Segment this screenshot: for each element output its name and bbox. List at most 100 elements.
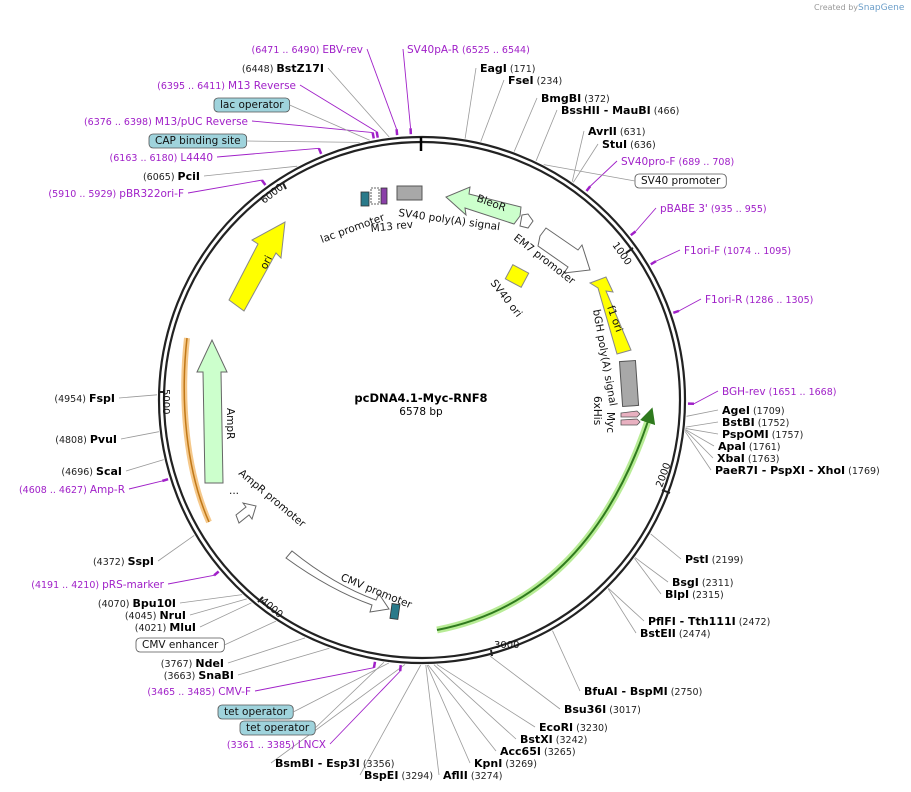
svg-text:F1ori-F (1074 .. 1095): F1ori-F (1074 .. 1095) [684, 245, 791, 257]
svg-text:(6448) BstZ17I: (6448) BstZ17I [242, 62, 324, 75]
primer-ebv-rev[interactable]: (6471 .. 6490) EBV-rev [251, 44, 399, 136]
svg-text:Acc65I (3265): Acc65I (3265) [500, 745, 576, 758]
primer-sv40pa-r[interactable]: SV40pA-R (6525 .. 6544) [402, 44, 530, 135]
enzyme-name: Bsu36I [564, 703, 606, 716]
svg-text:BlpI (2315): BlpI (2315) [665, 588, 724, 601]
external-annotations: (6448) BstZ17I EagI (171)FseI (234)BmgBI … [19, 44, 880, 782]
enzyme-name: XbaI [717, 452, 745, 465]
sv40-ori-feature[interactable] [504, 264, 530, 288]
primer-cmv-f[interactable]: (3465 .. 3485) CMV-F [147, 661, 377, 698]
cmv-promoter-feature[interactable] [285, 550, 390, 613]
em7-promoter-feature[interactable] [537, 227, 591, 274]
ampr-promoter-label: AmpR promoter [236, 467, 308, 530]
primer-bgh-rev[interactable]: BGH-rev (1651 .. 1668) [687, 386, 837, 406]
enzyme-site-pcii[interactable]: (6065) PciI [143, 165, 298, 183]
ampr-promoter-feature[interactable] [235, 502, 257, 524]
enzyme-name: FspI [89, 392, 115, 405]
enzyme-site-eagi[interactable]: EagI (171) [464, 62, 535, 139]
primer-pbabe-3-[interactable]: pBABE 3' (935 .. 955) [630, 203, 767, 237]
enzyme-site-bmgbi[interactable]: BmgBI (372) [513, 92, 610, 152]
tick-6000: 6000 [259, 182, 287, 206]
primer-m13-reverse[interactable]: (6395 .. 6411) M13 Reverse [157, 80, 379, 138]
enzyme-site-blpi[interactable]: BlpI (2315) [634, 558, 724, 601]
enzyme-site-bstbi[interactable]: BstBI (1752) [685, 416, 790, 429]
enzyme-site-psti[interactable]: PstI (2199) [650, 533, 744, 566]
primer-lncx[interactable]: (3361 .. 3385) LNCX [227, 665, 402, 751]
ampr-feature[interactable] [196, 338, 228, 484]
enzyme-site-stui[interactable]: StuI (636) [572, 138, 656, 183]
lac-promoter-feature[interactable] [370, 187, 380, 205]
ori-feature[interactable] [228, 221, 286, 312]
enzyme-site-bsu36i[interactable]: Bsu36I (3017) [489, 655, 641, 716]
box-tet-operator-1[interactable]: tet operator [217, 662, 390, 720]
plasmid-size: 6578 bp [399, 406, 443, 418]
enzyme-name: PstI [685, 553, 709, 566]
primer-amp-r[interactable]: (4608 .. 4627) Amp-R [19, 478, 169, 496]
enzyme-site-pvui[interactable]: (4808) PvuI [55, 431, 159, 446]
box-sv40-promoter[interactable]: SV40 promoter [543, 164, 727, 189]
enzyme-site-aflii[interactable]: AflII (3274) [425, 664, 503, 782]
primer-f1ori-f[interactable]: F1ori-F (1074 .. 1095) [650, 245, 791, 266]
enzyme-site-bstxi[interactable]: BstXI (3242) [433, 664, 587, 746]
enzyme-site-bstz17i[interactable]: (6448) BstZ17I [242, 62, 390, 138]
primer-f1ori-r[interactable]: F1ori-R (1286 .. 1305) [672, 294, 813, 315]
sv40-polya-feature[interactable] [396, 185, 423, 201]
primer-m13-puc-reverse[interactable]: (6376 .. 6398) M13/pUC Reverse [84, 116, 375, 139]
cap-binding-marker[interactable] [360, 191, 370, 207]
enzyme-site-agei[interactable]: AgeI (1709) [686, 404, 785, 417]
f1-ori-feature[interactable] [588, 276, 632, 355]
svg-text:BstXI (3242): BstXI (3242) [520, 733, 587, 746]
6xhis-feature[interactable] [620, 418, 641, 426]
box-tet-operator-2[interactable]: tet operator [239, 661, 385, 736]
enzyme-site-kpni[interactable]: KpnI (3269) [426, 664, 537, 770]
enzyme-site-bfuai[interactable]: BfuAI - BspMI (2750) [552, 630, 702, 698]
enzyme-site-sspi[interactable]: (4372) SspI [93, 535, 195, 568]
primer-pbr322ori-f[interactable]: (5910 .. 5929) pBR322ori-F [48, 179, 267, 200]
primer-prs-marker[interactable]: (4191 .. 4210) pRS-marker [31, 570, 220, 591]
enzyme-site-bsmbi[interactable]: BsmBI - Esp3I (3356) [270, 664, 406, 770]
enzyme-site-pflfi[interactable]: PflFI - Tth111I (2472) [608, 588, 770, 628]
enzyme-name: BspEI [364, 769, 398, 782]
enzyme-site-paer7i[interactable]: PaeR7I - PspXI - XhoI (1769) [684, 431, 880, 477]
primer-name: LNCX [298, 739, 326, 751]
enzyme-site-xbai[interactable]: XbaI (1763) [685, 429, 779, 465]
enzyme-site-snabi[interactable]: (3663) SnaBI [164, 647, 330, 682]
enzyme-site-avrii[interactable]: AvrII (631) [571, 125, 645, 182]
enzyme-site-fsei[interactable]: FseI (234) [480, 74, 562, 142]
primer-sv40pro-f[interactable]: SV40pro-F (689 .. 708) [585, 156, 734, 192]
enzyme-site-bsteii[interactable]: BstEII (2474) [607, 588, 711, 640]
enzyme-site-ndei[interactable]: (3767) NdeI [161, 637, 306, 670]
enzyme-site-pspomi[interactable]: PspOMI (1757) [685, 428, 803, 441]
enzyme-name: BssHII [561, 104, 600, 117]
enzyme-site-mlui[interactable]: (4021) MluI [135, 602, 252, 634]
enzyme-site-bsshii[interactable]: BssHII - MauBI (466) [535, 104, 679, 161]
bleor-feature[interactable] [445, 186, 522, 225]
svg-text:AflII (3274): AflII (3274) [443, 769, 502, 782]
enzyme-name: SnaBI [198, 669, 234, 682]
svg-text:(3465 .. 3485) CMV-F: (3465 .. 3485) CMV-F [147, 686, 251, 698]
orf-feature[interactable] [436, 407, 656, 631]
enzyme-site-acc65i[interactable]: Acc65I (3265) [427, 664, 576, 758]
m13-rev-feature[interactable] [380, 187, 388, 205]
enzyme-name: BmgBI [541, 92, 581, 105]
bleor-small-promoter[interactable] [519, 213, 534, 229]
tet-operator-marker[interactable] [389, 603, 401, 620]
box-cap-binding-site[interactable]: CAP binding site [148, 133, 360, 149]
enzyme-site-fspi[interactable]: (4954) FspI [54, 392, 158, 405]
enzyme-name: NdeI [195, 657, 224, 670]
enzyme-site-ecori[interactable]: EcoRI (3230) [436, 664, 608, 734]
primer-l4440[interactable]: (6163 .. 6180) L4440 [110, 147, 323, 164]
box-lac-operator[interactable]: lac operator [213, 97, 370, 141]
enzyme-site-bsgi[interactable]: BsgI (2311) [634, 557, 734, 589]
enzyme-site-scai[interactable]: (4696) ScaI [61, 459, 164, 478]
enzyme-site-apai[interactable]: ApaI (1761) [685, 429, 781, 453]
myc-feature[interactable] [620, 410, 641, 418]
enzyme-site-nrui[interactable]: (4045) NruI [125, 598, 247, 622]
tick-1000: 1000 [610, 240, 634, 268]
bgh-polya-feature[interactable] [618, 359, 640, 408]
enzyme-name: ScaI [96, 465, 122, 478]
enzyme-site-bspei[interactable]: BspEI (3294) [359, 664, 433, 782]
box-cmv-enhancer[interactable]: CMV enhancer [135, 620, 277, 653]
enzyme-name: PciI [178, 170, 200, 183]
enzyme-site-bpu10i[interactable]: (4070) Bpu10I [98, 594, 243, 610]
